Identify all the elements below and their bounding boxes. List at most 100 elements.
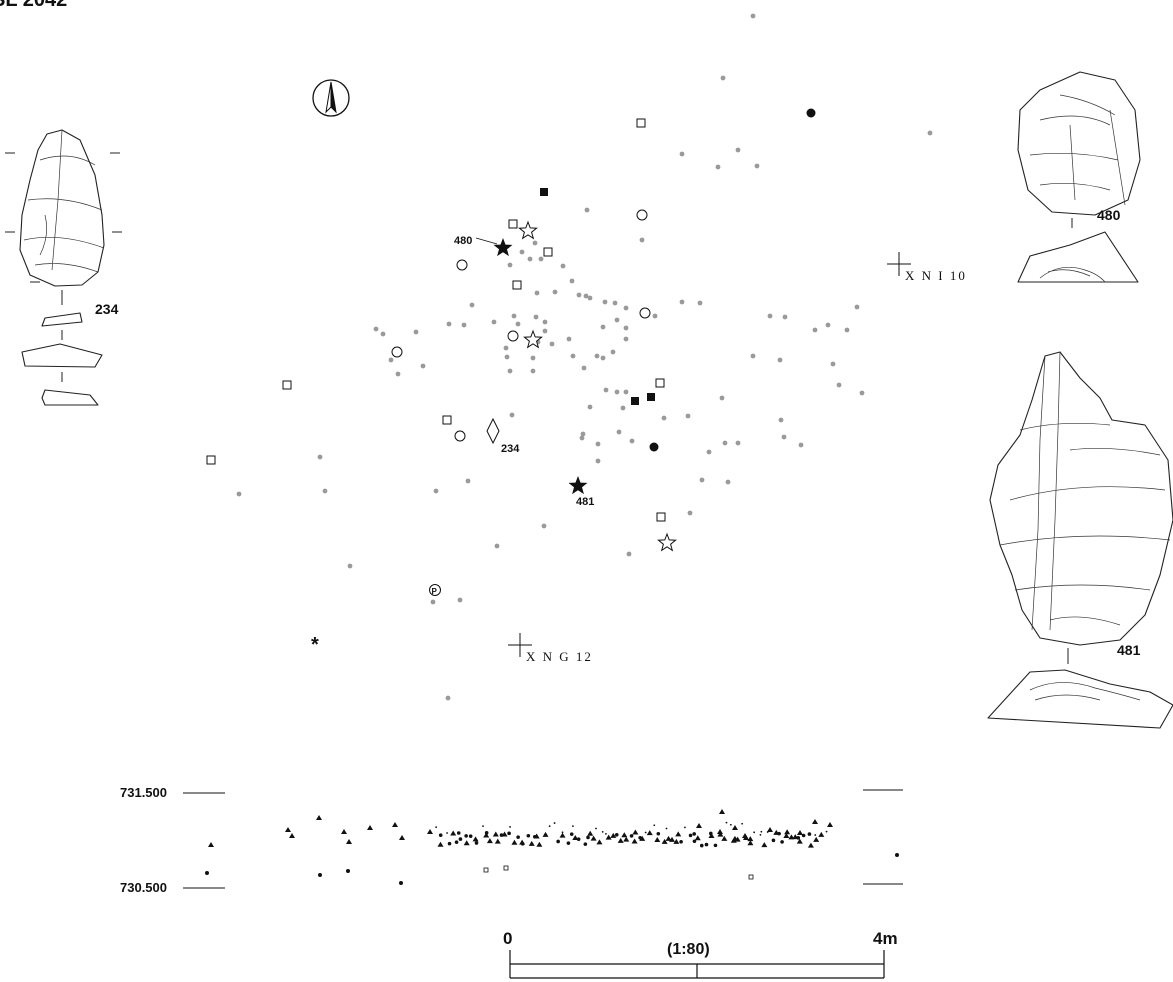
find-dot [722,440,728,446]
section-small-dot [509,826,511,828]
find-dot [616,429,622,435]
section-triangle [494,838,501,844]
section-triangle [596,839,603,845]
section-dot [566,841,571,845]
find-dot [754,163,760,169]
find-dot [380,331,386,337]
header-label: SL 2042 [0,0,67,11]
find-dot [706,449,712,455]
section-dot [318,873,322,877]
section-triangle [559,832,566,838]
section-triangle [610,832,617,838]
open-square-symbol [543,247,553,257]
find-dot [685,413,691,419]
section-triangle [665,835,672,841]
find-dot [750,353,756,359]
find-dot [430,599,436,605]
find-dot [927,130,933,136]
section-triangle [399,835,405,840]
section-dot [679,839,683,844]
find-dot [623,389,629,395]
section-triangle [797,830,803,835]
section-dot [656,831,661,836]
section-triangle [788,834,795,840]
find-dot [515,321,521,327]
section-triangle [719,809,725,814]
section-triangle [623,836,630,842]
section-triangle [818,831,825,837]
section-dot [629,834,634,838]
find-dot [532,240,538,246]
find-dot [433,488,439,494]
section-small-dot [760,830,763,833]
section-triangle [669,836,676,842]
find-dot [465,478,471,484]
section-triangle [827,822,833,827]
section-dot [780,840,784,844]
section-triangle [617,837,624,843]
scale-ratio-label: (1:80) [667,941,710,958]
find-dot [639,237,645,243]
section-dot [526,833,531,838]
find-dot [413,329,419,335]
find-dot [584,207,590,213]
find-dot [507,262,513,268]
section-triangle [661,838,668,844]
section-dot [516,835,520,839]
artifact-label-480: 480 [454,235,472,247]
section-small-dot [814,834,817,836]
section-small-dot [653,824,656,827]
open-square-symbol [636,118,646,128]
grid-label-xni10: X N I 10 [905,268,967,283]
section-triangle [483,832,490,838]
find-dot [699,477,705,483]
find-dot [533,314,539,320]
section-dot [777,831,781,836]
find-dot [469,302,475,308]
find-dot [798,442,804,448]
section-triangle [631,838,638,844]
section-triangle [486,838,493,844]
section-triangle [621,832,628,838]
diamond-symbol [486,417,500,445]
find-dot [560,263,566,269]
open-star-symbol [518,220,538,240]
section-triangle [734,836,741,842]
section-small-dot [561,831,564,834]
section-triangle [587,830,594,836]
drawing-label-234: 234 [95,301,119,317]
tool-drawing-234: 234 [5,129,122,406]
scale-bar-start-label: 0 [503,929,512,948]
find-dot [735,440,741,446]
open-circle-symbol [639,307,651,319]
section-triangle [708,832,715,838]
find-dot [445,695,451,701]
section-triangle [427,829,433,834]
find-dot [697,300,703,306]
section-triangle [285,827,291,832]
filled-circle-symbol [806,108,816,118]
artifact-label-481: 481 [576,496,594,508]
find-dot [530,355,536,361]
find-dot [602,299,608,305]
find-dot [595,441,601,447]
find-dot [614,389,620,395]
grid-point-xni10: X N I 10 [887,252,967,283]
find-dot [549,341,555,347]
find-dot [720,75,726,81]
find-dot [610,349,616,355]
section-triangle [316,815,322,820]
open-circle-symbol [456,259,468,271]
find-dot [825,322,831,328]
section-triangle [767,827,773,832]
section-triangle [807,842,814,848]
section-triangle [632,829,639,835]
section-dot [713,843,718,848]
find-dot [579,435,585,441]
find-dot [600,355,606,361]
grid-point-xng12: X N G 12 [508,633,591,664]
find-dot [566,336,572,342]
section-triangle [472,836,479,842]
find-dot [552,289,558,295]
filled-square-symbol [647,393,655,401]
